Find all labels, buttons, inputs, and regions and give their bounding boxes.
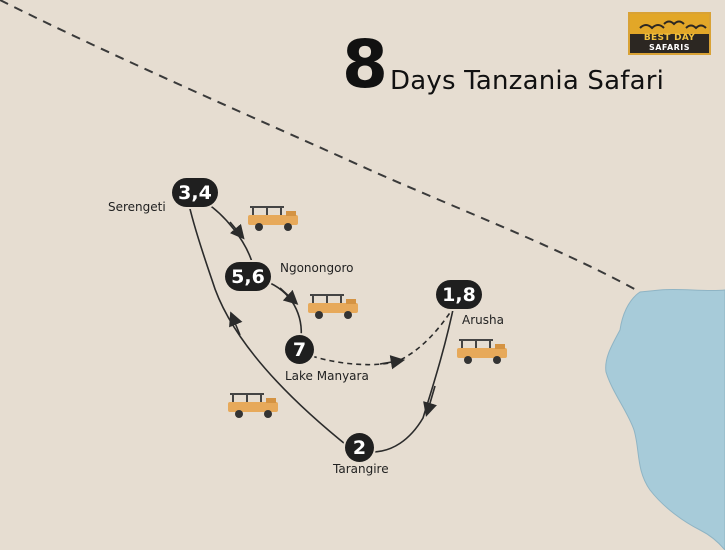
place-label-serengeti: Serengeti	[108, 200, 166, 214]
route-arrow	[229, 311, 243, 336]
stop-badge-tarangire: 2	[345, 433, 374, 462]
route-arrow	[229, 221, 245, 240]
stop-badge-arusha: 1,8	[436, 280, 482, 309]
place-label-ngorongoro: Ngonongoro	[280, 261, 354, 275]
title-day-count: 8	[342, 26, 388, 103]
stop-badge-serengeti: 3,4	[172, 178, 218, 207]
route-arrow	[379, 355, 406, 370]
page-title: 8 Days Tanzania Safari	[342, 32, 722, 108]
safari-vehicle-icon	[228, 393, 278, 418]
logo-sky	[630, 14, 709, 34]
stop-badge-manyara: 7	[285, 335, 314, 364]
route-manyara-arusha	[311, 299, 459, 366]
company-logo: BEST DAY SAFARIS	[628, 12, 711, 55]
safari-vehicle-icon	[457, 339, 507, 364]
route-tarangire-serengeti	[187, 199, 351, 449]
place-label-arusha: Arusha	[462, 313, 504, 327]
place-label-tarangire: Tarangire	[333, 462, 389, 476]
safari-vehicle-icon	[248, 206, 298, 231]
place-label-manyara: Lake Manyara	[285, 369, 369, 383]
route-arrow	[279, 287, 299, 305]
stop-badge-ngorongoro: 5,6	[225, 262, 271, 291]
route-arrow	[423, 385, 437, 417]
lake-water	[605, 288, 725, 550]
birds-icon	[639, 20, 707, 30]
logo-line1: BEST DAY	[643, 33, 696, 43]
logo-line2: SAFARIS	[648, 43, 691, 52]
safari-vehicle-icon	[308, 294, 358, 319]
title-text: Days Tanzania Safari	[390, 66, 665, 96]
